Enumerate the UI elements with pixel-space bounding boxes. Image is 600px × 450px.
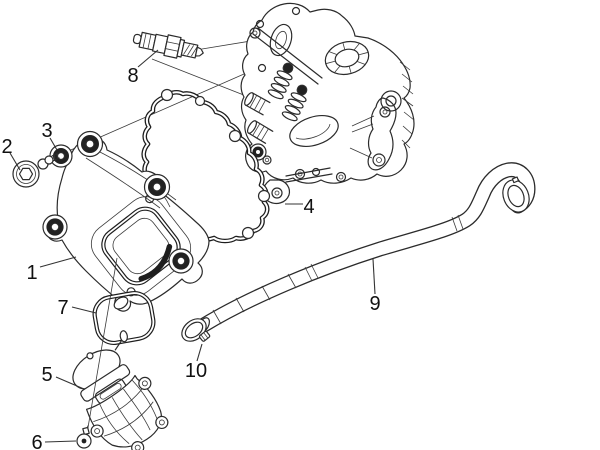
flange-bolt-drawing bbox=[12, 152, 60, 188]
cooling-fins bbox=[399, 61, 415, 149]
mount-ears bbox=[90, 376, 169, 450]
pipe-seams bbox=[212, 214, 464, 325]
cylinder-head-cover-drawing bbox=[42, 130, 210, 312]
callout-7: 7 bbox=[57, 297, 68, 319]
air-valve-gasket-drawing bbox=[92, 290, 156, 346]
screw-axis-line bbox=[84, 257, 118, 446]
cover-spout bbox=[113, 296, 129, 310]
callout-8: 8 bbox=[127, 65, 138, 87]
rubber-washer-drawing bbox=[49, 144, 73, 168]
valve-spring bbox=[267, 62, 294, 100]
callout-numbers: 1 2 3 4 5 6 7 8 9 10 bbox=[1, 65, 380, 450]
spark-plug-drawing bbox=[132, 31, 204, 59]
callout-leader-lines bbox=[9, 49, 376, 443]
secondary-air-cover-drawing bbox=[72, 330, 169, 450]
valve-spring bbox=[281, 84, 308, 122]
callout-10: 10 bbox=[185, 360, 207, 382]
hose-clamp-drawing bbox=[181, 318, 211, 342]
stud bbox=[244, 92, 271, 116]
stud bbox=[246, 120, 274, 144]
cover-screw-drawing bbox=[76, 425, 92, 449]
callout-9: 9 bbox=[369, 293, 380, 315]
callout-3: 3 bbox=[41, 120, 52, 142]
gasket-bolt-tabs bbox=[160, 88, 271, 240]
callout-1: 1 bbox=[26, 262, 37, 284]
callout-2: 2 bbox=[1, 136, 12, 158]
callout-4: 4 bbox=[303, 196, 314, 218]
cylinder-head-drawing bbox=[240, 2, 415, 205]
callout-5: 5 bbox=[41, 364, 52, 386]
cover-grommets bbox=[42, 130, 194, 274]
finned-port bbox=[324, 40, 370, 76]
head-cover-gasket-drawing bbox=[141, 88, 271, 244]
callout-6: 6 bbox=[31, 432, 42, 450]
